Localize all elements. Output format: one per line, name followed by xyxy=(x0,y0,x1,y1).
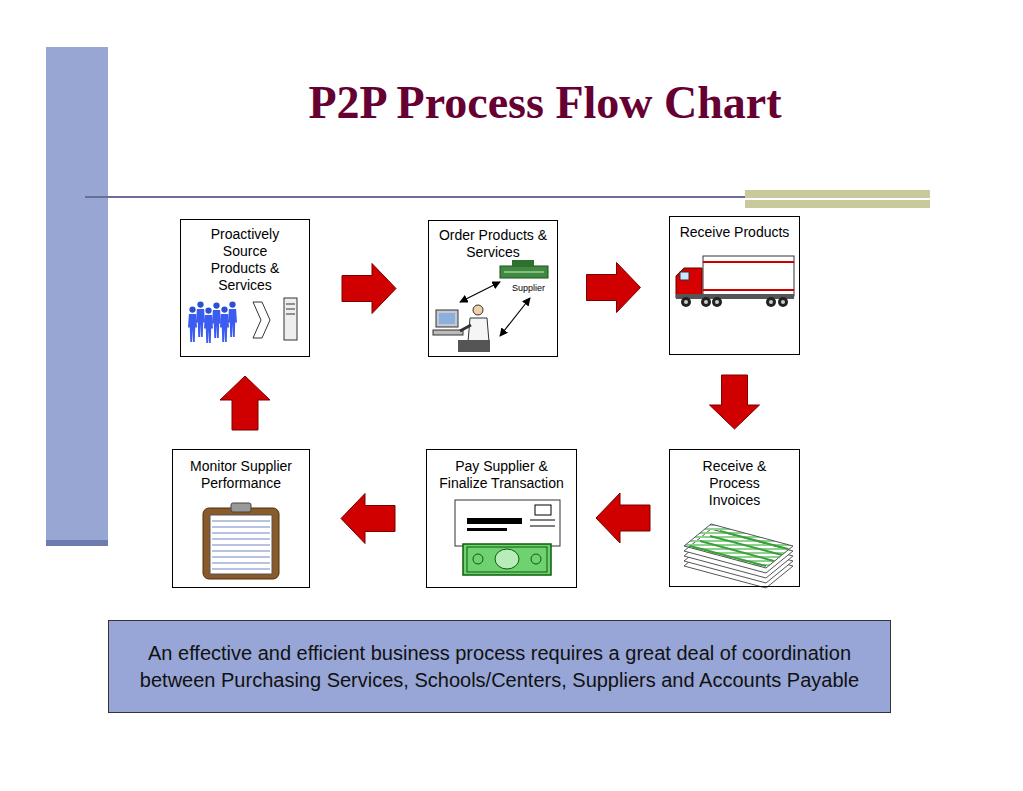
flow-arrow xyxy=(596,493,650,543)
flow-arrow xyxy=(587,263,641,313)
side-band-foot xyxy=(46,540,108,546)
invoice-stack-icon xyxy=(684,524,793,588)
step-label: Pay Supplier & Finalize Transaction xyxy=(431,458,572,492)
caption-box: An effective and efficient business proc… xyxy=(108,620,891,713)
flow-arrow xyxy=(341,494,395,544)
building-icon xyxy=(500,260,548,278)
chevron-icon xyxy=(253,302,270,338)
process-box: Pay Supplier & Finalize Transaction xyxy=(426,449,577,588)
dollar-bill-icon xyxy=(463,544,551,575)
caption-text: An effective and efficient business proc… xyxy=(123,640,876,694)
computer-user-icon xyxy=(433,305,490,352)
rule-accent xyxy=(745,190,930,208)
chart-title: P2P Process Flow Chart xyxy=(150,76,940,129)
process-box: Monitor Supplier Performance xyxy=(172,449,310,588)
icon-label: Supplier xyxy=(512,283,545,293)
process-box: Proactively Source Products & Services xyxy=(180,219,310,357)
process-box: Receive & Process Invoices xyxy=(669,449,800,587)
flow-arrow xyxy=(342,264,396,314)
flow-arrow xyxy=(710,375,760,429)
truck-icon xyxy=(676,256,794,307)
side-band xyxy=(46,47,108,540)
exchange-arrow xyxy=(460,282,500,302)
server-icon xyxy=(284,298,297,340)
step-label: Monitor Supplier Performance xyxy=(177,458,305,492)
crowd-icon xyxy=(188,301,237,343)
check-icon xyxy=(455,500,560,546)
flow-arrow xyxy=(220,376,270,430)
rule-accent-line xyxy=(745,198,930,200)
step-label: Proactively Source Products & Services xyxy=(202,226,288,294)
exchange-arrow xyxy=(500,298,530,336)
clipboard-icon xyxy=(203,503,279,579)
process-box: Receive Products xyxy=(669,216,800,355)
title-rule xyxy=(85,196,745,198)
step-label: Receive & Process Invoices xyxy=(692,458,778,509)
step-label: Order Products & Services xyxy=(435,227,551,261)
step-label: Receive Products xyxy=(673,224,796,241)
